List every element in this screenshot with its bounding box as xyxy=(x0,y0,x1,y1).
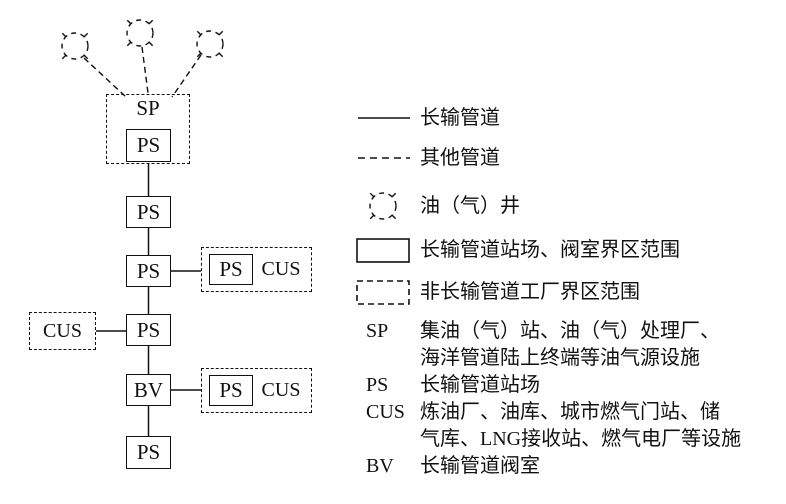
cus-label-1: CUS xyxy=(261,258,301,280)
legend-label-station-boundary: 长输管道站场、阀室界区范围 xyxy=(420,239,680,261)
abbr-ps-description: 长输管道站场 xyxy=(420,374,540,396)
cus-plant-boundary-2 xyxy=(201,368,312,413)
ps-station-box-in-cus-2: PS xyxy=(209,375,253,406)
abbr-row-sp: SP 集油（气）站、油（气）处理厂、 海洋管道陆上终端等油气源设施 xyxy=(366,318,780,372)
abbr-row-ps: PS 长输管道站场 xyxy=(366,372,780,399)
cus-plant-boundary-1 xyxy=(201,247,312,292)
legend-label-long-distance-pipeline: 长输管道 xyxy=(420,107,500,129)
abbr-cus: CUS xyxy=(366,401,405,423)
legend-symbols xyxy=(356,117,410,305)
abbr-sp: SP xyxy=(366,320,389,342)
legend-solid-rect-symbol xyxy=(356,238,410,263)
ps-station-box-1: PS xyxy=(126,129,171,162)
abbreviation-list: SP 集油（气）站、油（气）处理厂、 海洋管道陆上终端等油气源设施 PS 长输管… xyxy=(366,318,780,480)
ps-station-box-in-cus-1: PS xyxy=(209,254,253,285)
ps-station-box-5: PS xyxy=(126,436,171,469)
abbr-ps: PS xyxy=(366,374,389,396)
well-icon-3 xyxy=(196,30,224,58)
ps-station-box-4: PS xyxy=(126,314,171,346)
legend-label-oil-gas-well: 油（气）井 xyxy=(420,195,520,217)
well-icon-2 xyxy=(126,19,154,47)
abbr-row-cus: CUS 炼油厂、油库、城市燃气门站、储 气库、LNG接收站、燃气电厂等设施 xyxy=(366,399,780,453)
other-pipeline-lines xyxy=(83,46,202,98)
legend-label-plant-boundary: 非长输管道工厂界区范围 xyxy=(420,281,640,303)
sp-facility-label: SP xyxy=(136,96,160,120)
abbr-bv-description: 长输管道阀室 xyxy=(420,455,540,477)
ps-station-box-2: PS xyxy=(126,196,171,228)
abbr-sp-description: 集油（气）站、油（气）处理厂、 海洋管道陆上终端等油气源设施 xyxy=(420,320,720,369)
legend-label-other-pipeline: 其他管道 xyxy=(420,147,500,169)
well-icon-1 xyxy=(61,32,89,60)
legend-well-symbol xyxy=(369,192,397,220)
sp-facility-boundary xyxy=(106,94,190,164)
cus-label-2: CUS xyxy=(261,379,301,401)
abbr-bv: BV xyxy=(366,455,394,477)
ps-station-box-3: PS xyxy=(126,255,171,287)
cus-label-left: CUS xyxy=(43,319,82,342)
bv-valve-room-box: BV xyxy=(126,374,171,406)
cus-plant-boundary-left: CUS xyxy=(29,312,96,350)
legend-dashed-rect-symbol xyxy=(356,280,410,305)
abbr-cus-description: 炼油厂、油库、城市燃气门站、储 气库、LNG接收站、燃气电厂等设施 xyxy=(420,401,742,450)
abbr-row-bv: BV 长输管道阀室 xyxy=(366,453,780,480)
